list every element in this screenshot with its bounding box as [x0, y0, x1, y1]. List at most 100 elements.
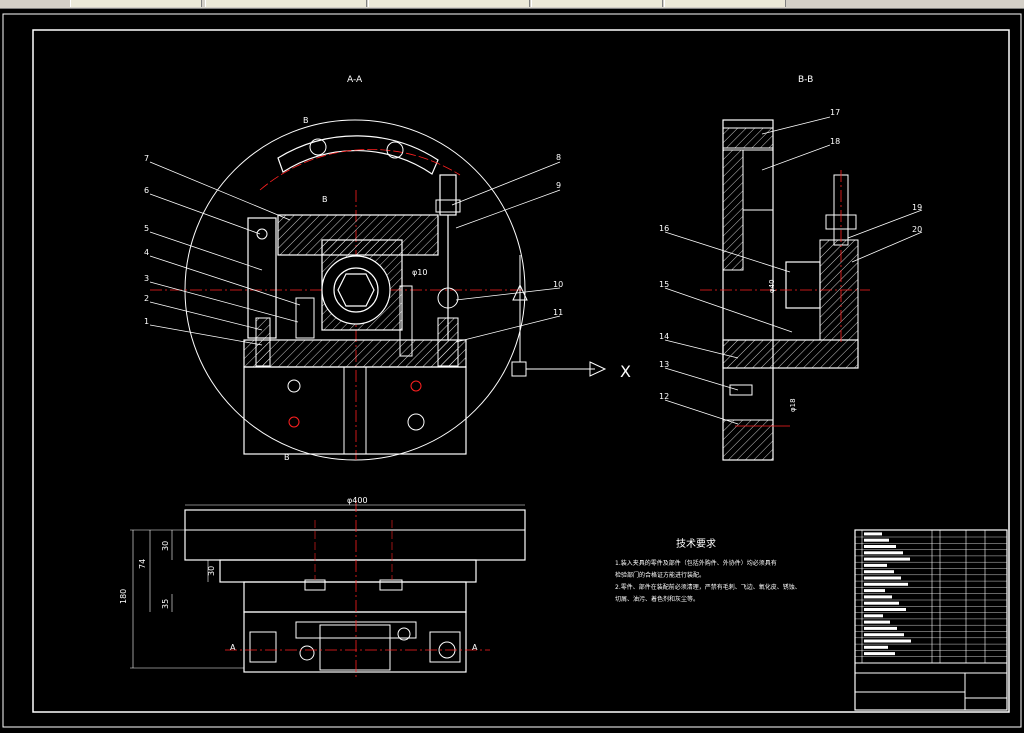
part-number: 12: [659, 392, 669, 401]
part-number: 10: [553, 280, 563, 289]
bom-row-text: [864, 645, 888, 649]
section-marker-b: B: [303, 116, 309, 125]
part-number: 18: [830, 137, 840, 146]
toolbar-tab[interactable]: [531, 0, 663, 7]
bom-row-text: [864, 557, 910, 561]
dimension-30: 30: [161, 541, 170, 551]
slot-bolt: [309, 138, 327, 156]
front-hole: [299, 645, 315, 661]
bom-row-text: [864, 620, 890, 624]
bom-row-text: [864, 608, 906, 611]
part-number: 8: [556, 153, 561, 162]
front-view: A A φ400 180 74 30 35 30: [119, 496, 526, 680]
workpiece-bore: [321, 255, 391, 325]
part-number: 9: [556, 181, 561, 190]
middle-plate: [219, 559, 477, 583]
direction-marker-x: X: [620, 362, 631, 381]
part-number: 4: [144, 248, 149, 257]
sheet-frame: [32, 29, 1010, 713]
app-toolbar-strip: [0, 0, 1024, 9]
notes-line: 1.装入夹具的零件及部件（包括外购件、外协件）均必须具有: [615, 559, 777, 567]
section-marker-a: A: [472, 643, 478, 652]
bom-row-text: [864, 538, 889, 542]
bom-row-text: [864, 652, 895, 656]
bill-of-materials: [854, 529, 1008, 711]
bom-row-text: [864, 532, 882, 536]
toolbar-tab[interactable]: [70, 0, 202, 7]
part-number: 17: [830, 108, 840, 117]
dimension-phi10: φ10: [412, 268, 427, 277]
bb-pin: [729, 384, 753, 396]
section-marker-b: B: [284, 453, 290, 462]
part-leaders-right: 8 9 10 11: [451, 153, 563, 343]
top-plate: [184, 509, 526, 561]
part-number: 16: [659, 224, 669, 233]
slot-bolt: [386, 141, 404, 159]
bb-base: [722, 339, 859, 369]
bb-cap: [742, 149, 774, 211]
workpiece-hub: [333, 267, 379, 313]
bb-wall: [722, 149, 744, 271]
notes-line: 切屑、油污、着色剂和灰尘等。: [615, 595, 699, 603]
bom-row-text: [864, 633, 904, 637]
bom-row-text: [864, 614, 883, 618]
bom-row-text: [864, 626, 897, 630]
part-leaders-left: 7 6 5 4 3 2 1: [144, 154, 301, 346]
part-number: 15: [659, 280, 669, 289]
base-hole: [410, 380, 422, 392]
bom-row-text: [864, 639, 911, 643]
front-hole: [397, 627, 411, 641]
toolbar-tab[interactable]: [664, 0, 786, 7]
dimension-bb-phi18: φ18: [789, 398, 797, 412]
base-hole: [287, 379, 301, 393]
base-body: [243, 366, 467, 455]
dimension-phi400: φ400: [347, 496, 368, 505]
lower-plate: [243, 581, 467, 613]
toolbar-tab[interactable]: [368, 0, 530, 7]
clamp-assembly: [243, 611, 467, 673]
part-number: 1: [144, 317, 149, 326]
notes-line: 检验部门的合格证方能进行装配。: [615, 571, 705, 579]
swing-screw: [439, 174, 457, 216]
notes-line: 2.零件、部件在装配前必须清理，严禁有毛刺、飞边、氧化皮、锈蚀、: [615, 583, 801, 591]
indicator-box: [511, 361, 527, 377]
dimension-74: 74: [138, 559, 147, 569]
toolbar-tab[interactable]: [205, 0, 367, 7]
part-number: 20: [912, 225, 922, 234]
dimension-35: 35: [161, 599, 170, 609]
pivot-pin: [256, 228, 268, 240]
nut: [435, 199, 461, 213]
section-marker-a: A: [230, 643, 236, 652]
bom-row-text: [864, 563, 887, 567]
sheet-outer-border: [2, 13, 1022, 728]
cad-drawing-canvas[interactable]: A-A B B B φ10: [0, 9, 1024, 729]
end-screw-right: [429, 631, 461, 663]
part-number: 7: [144, 154, 149, 163]
bom-row-text: [864, 576, 901, 580]
section-marker-b: B: [322, 195, 328, 204]
bom-rows: [855, 532, 1007, 657]
section-bb-view: B-B φ40 φ18 17 18 16 15: [659, 75, 922, 461]
eye-bolt: [437, 287, 459, 309]
part-number: 11: [553, 308, 563, 317]
center-block: [319, 624, 391, 671]
part-number: 14: [659, 332, 669, 341]
section-aa-label: A-A: [347, 75, 363, 85]
hex-nut: [337, 273, 375, 307]
section-bb-label: B-B: [798, 75, 813, 85]
notes-title: 技术要求: [676, 537, 716, 550]
base-hole: [407, 413, 425, 431]
arc-slot: [277, 135, 439, 175]
arc-centerline: [259, 148, 461, 191]
section-aa-view: A-A B B B φ10: [144, 75, 631, 462]
bom-row-text: [864, 595, 892, 599]
part-number: 2: [144, 294, 149, 303]
locating-screw: [295, 297, 315, 339]
bom-row-text: [864, 570, 894, 574]
bom-row-text: [864, 601, 899, 605]
bom-row-text: [864, 551, 903, 555]
part-number: 5: [144, 224, 149, 233]
end-screw-left: [249, 631, 277, 663]
dimension-30: 30: [207, 566, 216, 576]
bb-top-bolt: [722, 127, 774, 149]
